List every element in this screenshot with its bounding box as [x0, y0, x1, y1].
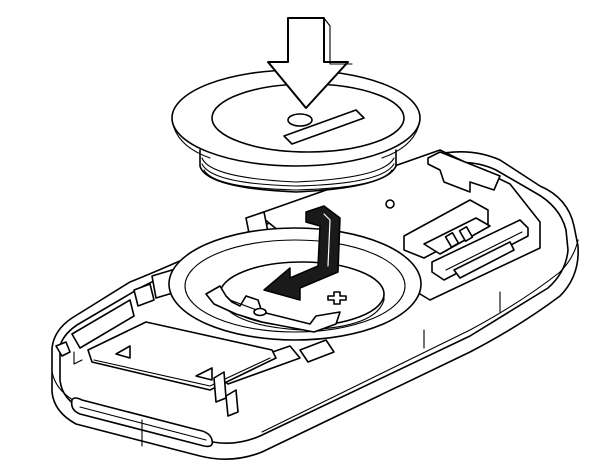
sub-board: [87, 321, 277, 403]
sub-board-triangle-right: [195, 367, 213, 381]
board-tab: [427, 151, 501, 193]
battery-cover: [171, 69, 421, 193]
circuit-board: [133, 149, 541, 307]
press-down-arrow-shape: [267, 17, 349, 109]
sub-board-triangle-left: [115, 345, 131, 359]
battery-insert-arrow: [263, 205, 341, 301]
side-tab: [225, 389, 239, 417]
front-clip: [71, 299, 135, 349]
clip-screw: [253, 307, 267, 317]
sub-board-plate: [87, 321, 277, 391]
battery-insert-arrow-shape: [263, 205, 341, 301]
board-hole: [385, 199, 395, 209]
battery-plus-symbol: [327, 291, 347, 305]
press-down-arrow: [267, 17, 353, 109]
cover-center-hole: [287, 113, 313, 127]
cover-coin-slot: [283, 109, 365, 145]
compartment-inner-rim: [184, 239, 406, 333]
